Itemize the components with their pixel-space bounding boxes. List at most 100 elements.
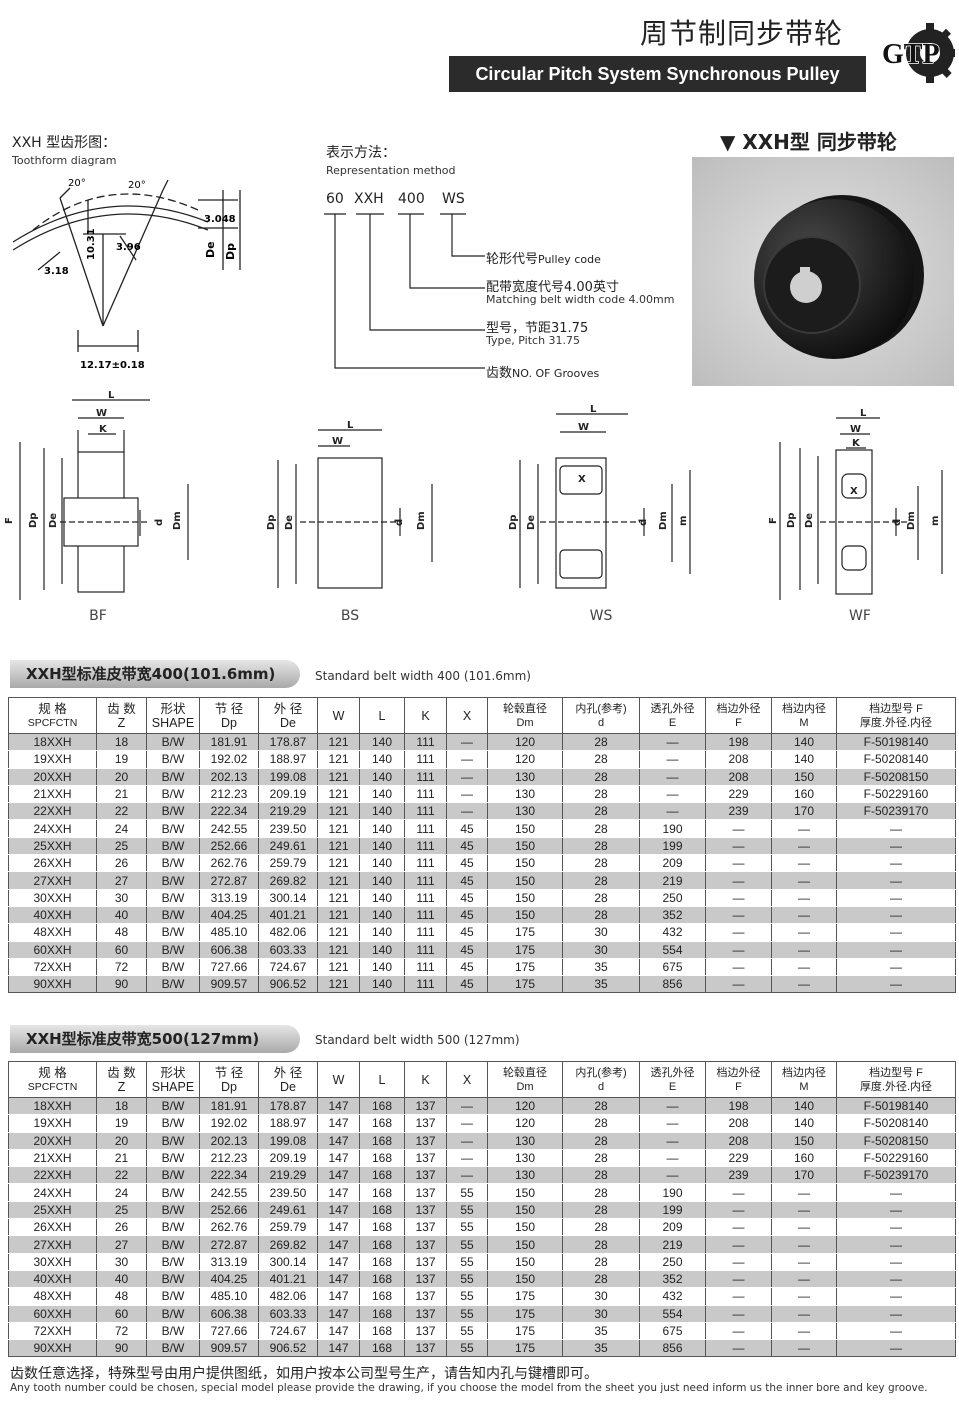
table-cell: 209 [639, 854, 706, 873]
table-cell: 150 [487, 1235, 563, 1254]
column-header-en: SHAPE [151, 715, 195, 730]
table-cell: 242.55 [199, 1183, 259, 1202]
column-header-cn: 档边型号 F [869, 702, 923, 715]
table-cell: 28 [562, 1218, 640, 1237]
table-cell: 147 [317, 1201, 360, 1220]
ws-dim-de: De [526, 515, 537, 530]
table-cell: 147 [317, 1235, 360, 1254]
table-cell: — [705, 889, 772, 907]
table-cell: 401.21 [258, 906, 318, 925]
table-cell: 45 [446, 941, 488, 959]
table-cell: 175 [487, 1322, 563, 1341]
column-header: W [317, 697, 360, 734]
table-cell: 147 [317, 1149, 360, 1168]
column-header-cn: 齿 数 [107, 701, 136, 716]
table-cell: 28 [562, 785, 640, 804]
table-cell: 209.19 [258, 1149, 318, 1168]
table-cell: 259.79 [258, 854, 318, 873]
wf-dim-de: De [804, 513, 815, 528]
table-cell: 485.10 [199, 923, 259, 942]
table-cell: 140 [359, 941, 405, 959]
table-cell: — [771, 1270, 837, 1289]
table-cell: 202.13 [199, 768, 259, 786]
table-cell: 45 [446, 906, 488, 925]
table-cell: B/W [146, 1114, 200, 1133]
table-cell: B/W [146, 1305, 200, 1323]
table-cell: 72XXH [8, 958, 97, 977]
table-cell: 675 [639, 958, 706, 977]
column-header-cn: 档边型号 F [869, 1066, 923, 1079]
table-cell: 250 [639, 889, 706, 907]
table-cell: 147 [317, 1287, 360, 1306]
ws-dim-d: d [638, 519, 649, 526]
bs-dim-w: W [332, 436, 343, 447]
table-cell: 168 [359, 1287, 405, 1306]
table-cell: 48 [96, 923, 147, 942]
photo-title: ▼ XXH型 同步带轮 [720, 130, 897, 154]
column-header-cn: 档边外径 [716, 1066, 761, 1079]
table-cell: B/W [146, 1201, 200, 1220]
table-cell: 168 [359, 1183, 405, 1202]
table-cell: 140 [771, 1097, 837, 1116]
table-cell: — [705, 1287, 772, 1306]
table-cell: 856 [639, 975, 706, 994]
table-cell: 130 [487, 1149, 563, 1168]
angle-left-label: 20° [68, 178, 86, 189]
table-cell: 28 [562, 802, 640, 821]
table-cell: — [705, 837, 772, 856]
table-cell: 90XXH [8, 1339, 97, 1358]
table-cell: 121 [317, 750, 360, 769]
table-cell: 60 [96, 1305, 147, 1323]
wf-dim-m: m [930, 516, 941, 526]
column-header-en: SPCFCTN [27, 1080, 78, 1093]
table-cell: 120 [487, 733, 563, 752]
table-cell: 249.61 [258, 1201, 318, 1220]
table-cell: — [639, 802, 706, 821]
table-cell: 140 [359, 854, 405, 873]
table-cell: — [446, 750, 488, 769]
table-cell: 28 [562, 1235, 640, 1254]
table-cell: 150 [487, 854, 563, 873]
table-cell: 121 [317, 733, 360, 752]
table-cell: 45 [446, 819, 488, 838]
table-cell: 137 [404, 1183, 447, 1202]
rep-code-pulley: WS [442, 191, 465, 207]
table-cell: 18 [96, 1097, 147, 1116]
table-cell: 121 [317, 906, 360, 925]
table-cell: 22XXH [8, 1166, 97, 1185]
table-cell: 20 [96, 768, 147, 786]
table-cell: 208 [705, 768, 772, 786]
column-header-en: M [799, 716, 809, 729]
table-cell: 352 [639, 1270, 706, 1289]
table-cell: — [771, 941, 837, 959]
section-bf [19, 399, 189, 600]
table-cell: 147 [317, 1253, 360, 1271]
table-cell: 229 [705, 785, 772, 804]
table-cell: 554 [639, 941, 706, 959]
column-header-en: Dp [221, 715, 237, 730]
column-header-en: 厚度.外径.内径 [859, 1080, 933, 1093]
table-cell: 192.02 [199, 750, 259, 769]
table-cell: 48 [96, 1287, 147, 1306]
bf-dim-de: De [48, 513, 59, 528]
table-cell: 25 [96, 1201, 147, 1220]
table-cell: 175 [487, 958, 563, 977]
table-cell: 178.87 [258, 1097, 318, 1116]
table-cell: 20XXH [8, 1132, 97, 1150]
table-cell: B/W [146, 1270, 200, 1289]
table-cell: 229 [705, 1149, 772, 1168]
table-cell: 28 [562, 819, 640, 838]
table-cell: 198 [705, 733, 772, 752]
section-bs [277, 429, 433, 589]
table-cell: 724.67 [258, 958, 318, 977]
